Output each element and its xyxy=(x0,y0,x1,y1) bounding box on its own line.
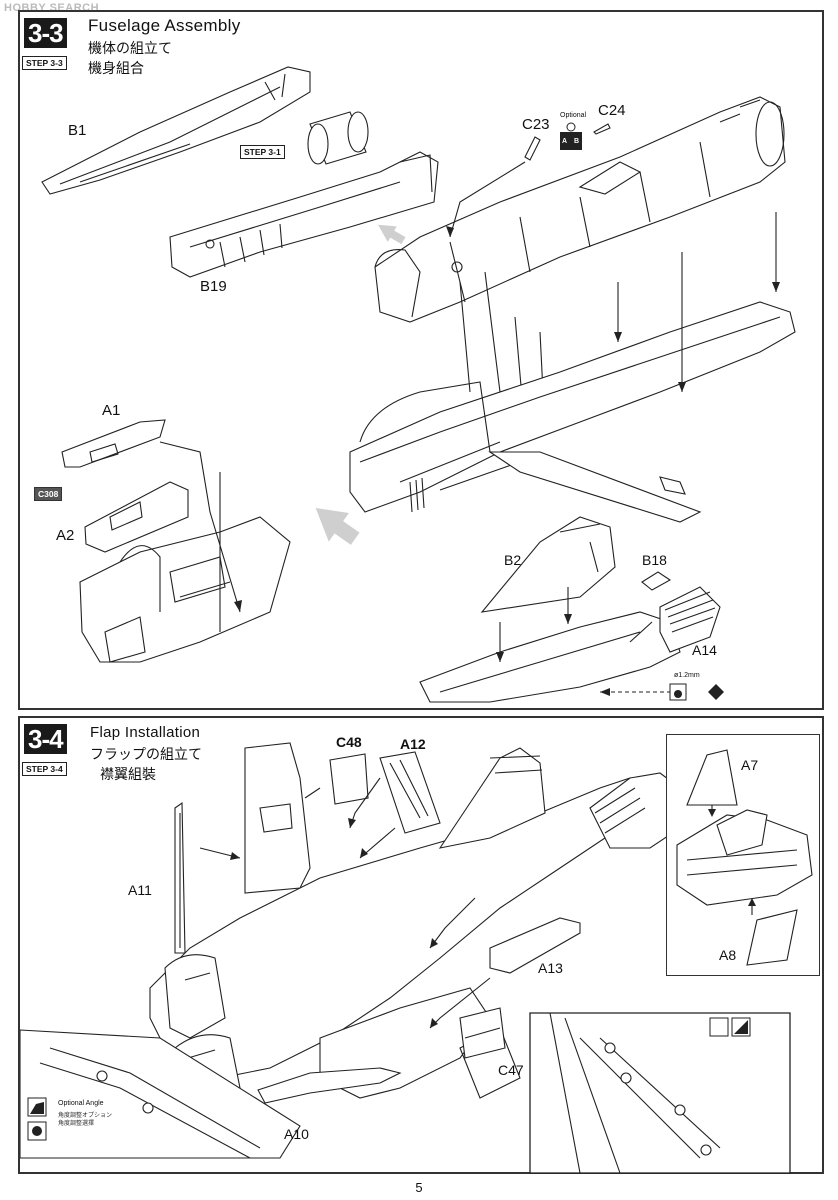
part-label-a12: A12 xyxy=(400,736,426,752)
part-label-c47: C47 xyxy=(498,1062,524,1078)
step-title-jp: フラップの組立て xyxy=(90,747,202,763)
step-title: Fuselage Assembly xyxy=(88,16,241,35)
part-label-b18: B18 xyxy=(642,552,667,568)
step-title: Flap Installation xyxy=(90,724,201,741)
part-label-a2: A2 xyxy=(56,527,75,544)
step-tag: STEP 3-4 xyxy=(22,762,67,776)
step-3-3-panel: 3-3 STEP 3-3 Fuselage Assembly 機体の組立て 機身… xyxy=(18,10,824,710)
optional-angle-label: Optional Angle xyxy=(58,1100,104,1107)
part-label-a11: A11 xyxy=(128,882,152,898)
part-label-b1: B1 xyxy=(68,122,87,139)
optional-parts-icon xyxy=(560,122,582,150)
part-label-c23: C23 xyxy=(522,116,550,133)
step-3-4-panel: 3-4 STEP 3-4 Flap Installation フラップの組立て … xyxy=(18,716,824,1174)
page-number: 5 xyxy=(415,1180,423,1195)
step-ref-3-1: STEP 3-1 xyxy=(240,145,285,159)
part-label-a13: A13 xyxy=(538,960,563,976)
step-title-jp: 機体の組立て xyxy=(88,41,172,57)
cement-icon xyxy=(708,684,724,700)
drill-size: ø1.2mm xyxy=(674,672,700,679)
part-label-c24: C24 xyxy=(598,102,626,119)
cut-icon xyxy=(27,1121,47,1141)
optional-a: A xyxy=(562,138,568,145)
flap-installation-drawing xyxy=(20,742,791,1174)
decal-ref-c308: C308 xyxy=(34,487,63,501)
part-label-a8: A8 xyxy=(719,947,737,963)
part-label-a1: A1 xyxy=(102,402,121,419)
tail-detail-inset: A7 A8 xyxy=(666,734,820,976)
optional-b: B xyxy=(574,138,580,145)
part-label-a10: A10 xyxy=(284,1126,309,1142)
step-number: 3-4 xyxy=(24,724,67,754)
part-label-b19: B19 xyxy=(200,278,227,295)
part-label-b2: B2 xyxy=(504,552,522,568)
part-label-c48: C48 xyxy=(336,734,362,750)
part-label-a7: A7 xyxy=(741,757,759,773)
step-title-cn: 襟翼組裝 xyxy=(100,767,156,783)
fuselage-assembly-drawing xyxy=(41,66,796,703)
cement-icon xyxy=(27,1097,47,1117)
step-tag: STEP 3-3 xyxy=(22,56,67,70)
tail-detail-drawing xyxy=(676,749,813,966)
drill-icon xyxy=(669,683,687,701)
parts-tree-icon xyxy=(709,1017,751,1037)
optional-label: Optional xyxy=(560,112,587,119)
optional-angle-label-jp: 角度調整オプション xyxy=(58,1112,113,1119)
step-number: 3-3 xyxy=(24,18,67,48)
part-label-a14: A14 xyxy=(692,642,717,658)
optional-angle-label-cn: 角度調整選擇 xyxy=(58,1120,95,1127)
step-title-cn: 機身組合 xyxy=(88,61,144,77)
